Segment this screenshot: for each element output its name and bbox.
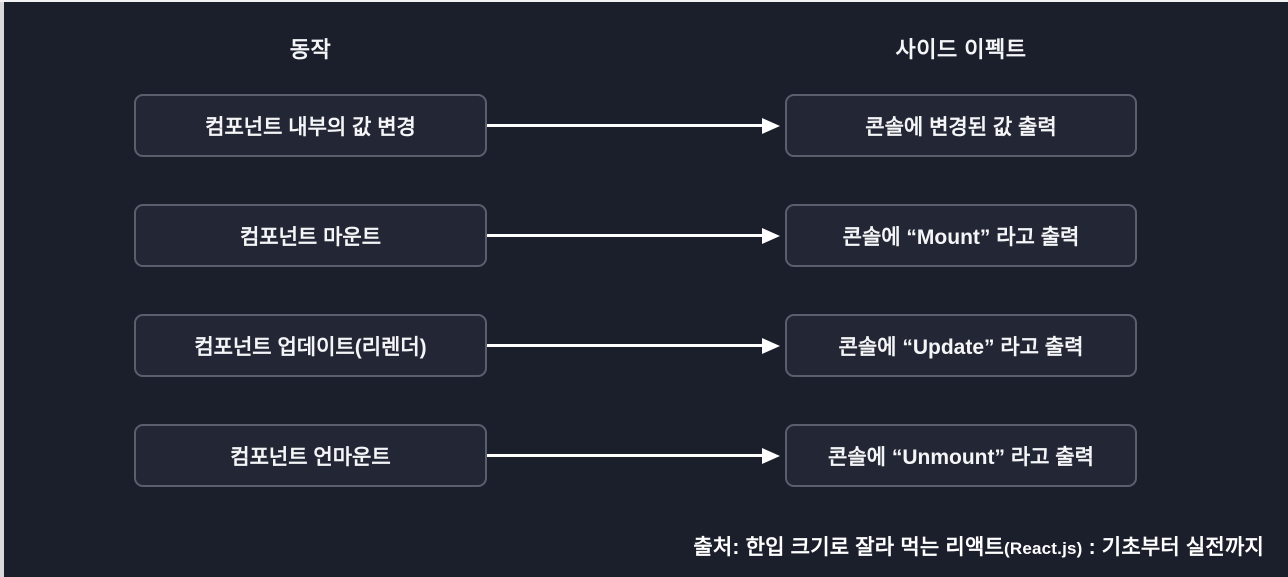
diagram-row: 컴포넌트 언마운트 콘솔에 “Unmount” 라고 출력 <box>134 424 1137 487</box>
arrow-head-icon <box>762 447 780 464</box>
effect-box: 콘솔에 변경된 값 출력 <box>785 94 1137 157</box>
action-box: 컴포넌트 업데이트(리렌더) <box>134 314 487 377</box>
arrow-right-icon <box>487 424 785 487</box>
left-edge-strip <box>0 0 4 577</box>
action-box: 컴포넌트 내부의 값 변경 <box>134 94 487 157</box>
top-edge-line <box>0 0 1288 2</box>
effect-box: 콘솔에 “Mount” 라고 출력 <box>785 204 1137 267</box>
diagram-row: 컴포넌트 마운트 콘솔에 “Mount” 라고 출력 <box>134 204 1137 267</box>
diagram-row: 컴포넌트 업데이트(리렌더) 콘솔에 “Update” 라고 출력 <box>134 314 1137 377</box>
arrow-head-icon <box>762 337 780 354</box>
action-box: 컴포넌트 마운트 <box>134 204 487 267</box>
arrow-line <box>487 234 762 237</box>
arrow-right-icon <box>487 94 785 157</box>
arrow-head-icon <box>762 117 780 134</box>
effect-box: 콘솔에 “Update” 라고 출력 <box>785 314 1137 377</box>
action-box: 컴포넌트 언마운트 <box>134 424 487 487</box>
column-header-action: 동작 <box>289 37 332 62</box>
arrow-line <box>487 124 762 127</box>
diagram-row: 컴포넌트 내부의 값 변경 콘솔에 변경된 값 출력 <box>134 94 1137 157</box>
source-caption: 출처: 한입 크기로 잘라 먹는 리액트(React.js) : 기초부터 실전… <box>693 531 1264 561</box>
column-header-side-effect: 사이드 이펙트 <box>895 37 1027 62</box>
effect-box: 콘솔에 “Unmount” 라고 출력 <box>785 424 1137 487</box>
caption-prefix: 출처: 한입 크기로 잘라 먹는 리액트 <box>693 536 1004 559</box>
caption-latin: (React.js) <box>1004 539 1083 558</box>
arrow-head-icon <box>762 227 780 244</box>
arrow-line <box>487 454 762 457</box>
arrow-right-icon <box>487 314 785 377</box>
caption-suffix: : 기초부터 실전까지 <box>1082 536 1264 559</box>
arrow-line <box>487 344 762 347</box>
arrow-right-icon <box>487 204 785 267</box>
